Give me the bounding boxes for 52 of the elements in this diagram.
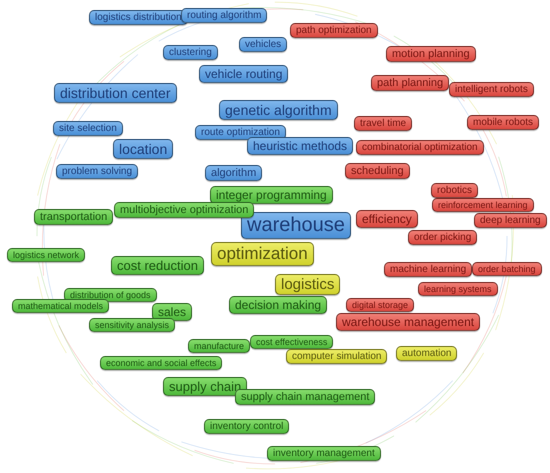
keyword-label: logistics network [7,248,86,262]
keyword-label: algorithm [205,165,262,181]
keyword-label: integer programming [210,186,333,204]
keyword-label: clustering [163,45,218,60]
keyword-label: cost effectiveness [250,335,334,349]
keyword-label: logistics [275,274,340,295]
keyword-label: motion planning [386,46,476,62]
keyword-label: inventory control [204,419,290,434]
keyword-label: multiobjective optimization [114,202,254,218]
keyword-label: supply chain management [235,389,376,405]
keyword-label: problem solving [56,164,138,179]
keyword-label: automation [396,346,458,361]
keyword-label: machine learning [384,262,472,277]
keyword-label: genetic algorithm [219,100,338,120]
keyword-label: routing algorithm [181,8,268,23]
keyword-label: mobile robots [467,115,540,130]
keyword-label: path planning [371,75,450,91]
keyword-label: intelligent robots [449,82,534,97]
keyword-label: path optimization [290,23,378,38]
keyword-label: robotics [431,183,478,198]
keyword-label: order picking [408,230,478,245]
keyword-label: transportation [34,209,114,225]
keyword-label: distribution of goods [64,288,157,302]
keyword-label: computer simulation [286,349,388,364]
keyword-label: mathematical models [12,299,110,313]
keyword-label: site selection [53,121,123,136]
keyword-label: cost reduction [111,256,204,275]
keyword-label: optimization [211,242,314,266]
keyword-label: heuristic methods [247,137,354,155]
keyword-label: warehouse [241,212,351,239]
keyword-label: scheduling [345,163,410,179]
keyword-label: warehouse management [336,313,480,331]
keyword-label: digital storage [346,298,414,312]
keyword-label: sensitivity analysis [89,318,176,332]
keyword-label: learning systems [418,282,498,296]
keyword-label: logistics distribution [89,10,188,25]
keyword-label: route optimization [195,125,286,140]
keyword-label: deep learning [474,213,547,228]
keyword-label: inventory management [267,446,381,461]
keyword-label: reinforcement learning [432,198,534,212]
keyword-label: decision making [229,296,328,314]
keyword-label: distribution center [54,83,177,103]
keyword-label: order batching [472,262,542,276]
keyword-label: sales [152,303,192,321]
keyword-label: vehicle routing [199,65,288,83]
keyword-label: vehicles [239,37,288,52]
keyword-label: combinatorial optimization [356,140,484,155]
keyword-label: travel time [354,116,412,131]
keyword-label: manufacture [188,339,250,353]
keyword-label: efficiency [356,210,418,228]
keyword-label: location [113,139,174,159]
keyword-label: economic and social effects [100,356,222,370]
